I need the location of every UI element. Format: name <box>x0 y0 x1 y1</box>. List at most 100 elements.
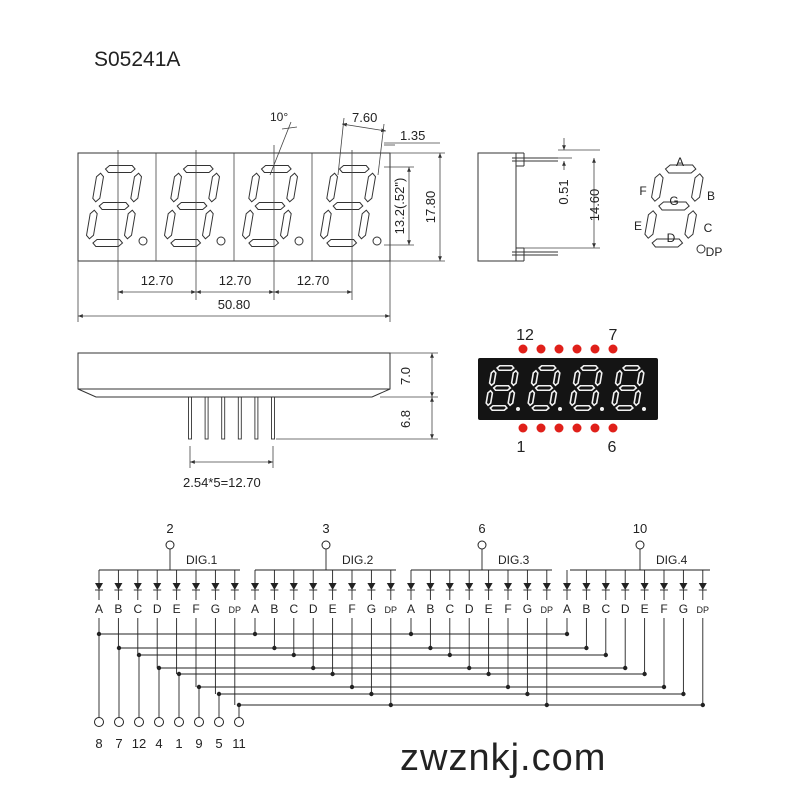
segment-pin-terminal[interactable] <box>134 717 144 727</box>
segment-pin-terminal[interactable] <box>94 717 104 727</box>
digit-pin-number: 2 <box>166 521 173 536</box>
segment-f <box>614 369 623 387</box>
segment-pin-terminal[interactable] <box>114 717 124 727</box>
led-diode <box>407 583 415 590</box>
digit-pin-terminal[interactable] <box>477 540 487 550</box>
segment-pin-number: 5 <box>215 736 222 751</box>
led-diode <box>211 583 220 590</box>
segment-label-d: D <box>667 231 676 245</box>
led-diode <box>698 583 707 590</box>
segment-label: F <box>504 602 511 616</box>
led-diode <box>309 583 318 590</box>
led-diode <box>192 583 200 590</box>
segment-a <box>495 364 515 372</box>
segment-label: C <box>289 602 298 616</box>
segment-e <box>241 209 254 240</box>
segment-a <box>182 165 214 173</box>
segment-label: D <box>465 602 474 616</box>
width-dimension: 50.80 <box>218 297 251 312</box>
segment-label: DP <box>541 605 554 615</box>
digit-pin-terminal[interactable] <box>165 540 175 550</box>
segment-b <box>691 173 704 202</box>
front-digit-4 <box>319 165 377 247</box>
pin-offset-label: 0.51 <box>556 179 571 204</box>
led-diode <box>367 583 376 590</box>
height-label: 17.80 <box>423 191 438 224</box>
digit-pin-number: 3 <box>322 521 329 536</box>
segment-label-b: B <box>707 189 715 203</box>
segment-d <box>531 404 551 412</box>
segment-d <box>326 239 358 247</box>
led-diode <box>542 583 551 590</box>
pin-dot <box>518 423 528 433</box>
segment-dp-mark <box>696 244 706 254</box>
decimal-point <box>138 236 148 246</box>
front-digit-1 <box>85 165 143 247</box>
segment-e <box>611 389 620 407</box>
segment-a <box>104 165 136 173</box>
segment-g <box>534 384 554 392</box>
segment-pin-terminal[interactable] <box>194 717 204 727</box>
segment-label: C <box>601 602 610 616</box>
digit-pin-terminal[interactable] <box>635 540 645 550</box>
segment-pin-terminal[interactable] <box>234 717 244 727</box>
side-body <box>477 152 517 262</box>
pin-dot <box>554 344 564 354</box>
digit-pin-number: 10 <box>633 521 647 536</box>
segment-b <box>510 369 519 387</box>
segment-pin-terminal[interactable] <box>214 717 224 727</box>
segment-f <box>326 172 339 203</box>
segment-label: B <box>270 602 278 616</box>
display-digits <box>485 364 646 412</box>
segment-b <box>130 172 143 203</box>
pin-dots <box>518 344 618 433</box>
display-decimal-point <box>642 407 646 411</box>
digit-label: DIG.1 <box>186 553 218 567</box>
segment-label-dp: DP <box>706 245 723 259</box>
segment-label: E <box>173 602 181 616</box>
segment-label: A <box>563 602 571 616</box>
segment-pin-terminal[interactable] <box>154 717 164 727</box>
segment-e <box>644 210 657 239</box>
digit-label: DIG.3 <box>498 553 530 567</box>
segment-b <box>552 369 561 387</box>
front-digits <box>85 165 382 247</box>
segment-e <box>319 209 332 240</box>
led-diode <box>328 583 337 590</box>
segment-pin-terminal[interactable] <box>174 717 184 727</box>
digit-pin-number: 6 <box>478 521 485 536</box>
segment-f <box>170 172 183 203</box>
segment-e <box>85 209 98 240</box>
model-title: S05241A <box>94 48 180 71</box>
pin-dot <box>572 423 582 433</box>
segment-g <box>576 384 596 392</box>
pin-numbering-view: 12 7 1 6 <box>478 327 658 456</box>
segment-label: B <box>426 602 434 616</box>
char-height-label: 13.2(.52") <box>392 178 407 235</box>
led-diode <box>465 583 474 590</box>
segment-label-f: F <box>639 184 646 198</box>
pin-label-7: 7 <box>609 327 618 344</box>
segment-label: DP <box>697 605 710 615</box>
decimal-point <box>372 236 382 246</box>
segment-label: B <box>582 602 590 616</box>
led-diode <box>172 583 181 590</box>
pin-dot <box>608 344 618 354</box>
segment-label: G <box>367 602 376 616</box>
segment-label-e: E <box>634 219 642 233</box>
display-digit-1 <box>485 364 519 412</box>
segment-pin-number: 7 <box>115 736 122 751</box>
segment-g <box>618 384 638 392</box>
display-module <box>478 358 658 420</box>
segment-e <box>485 389 494 407</box>
segment-g <box>332 202 364 210</box>
led-diode <box>660 583 668 590</box>
segment-label: F <box>660 602 667 616</box>
display-decimal-point <box>516 407 520 411</box>
pin-label-1: 1 <box>517 439 526 456</box>
pin-length-dimension: 6.8 <box>398 410 413 428</box>
segment-g <box>176 202 208 210</box>
digit-pin-terminal[interactable] <box>321 540 331 550</box>
